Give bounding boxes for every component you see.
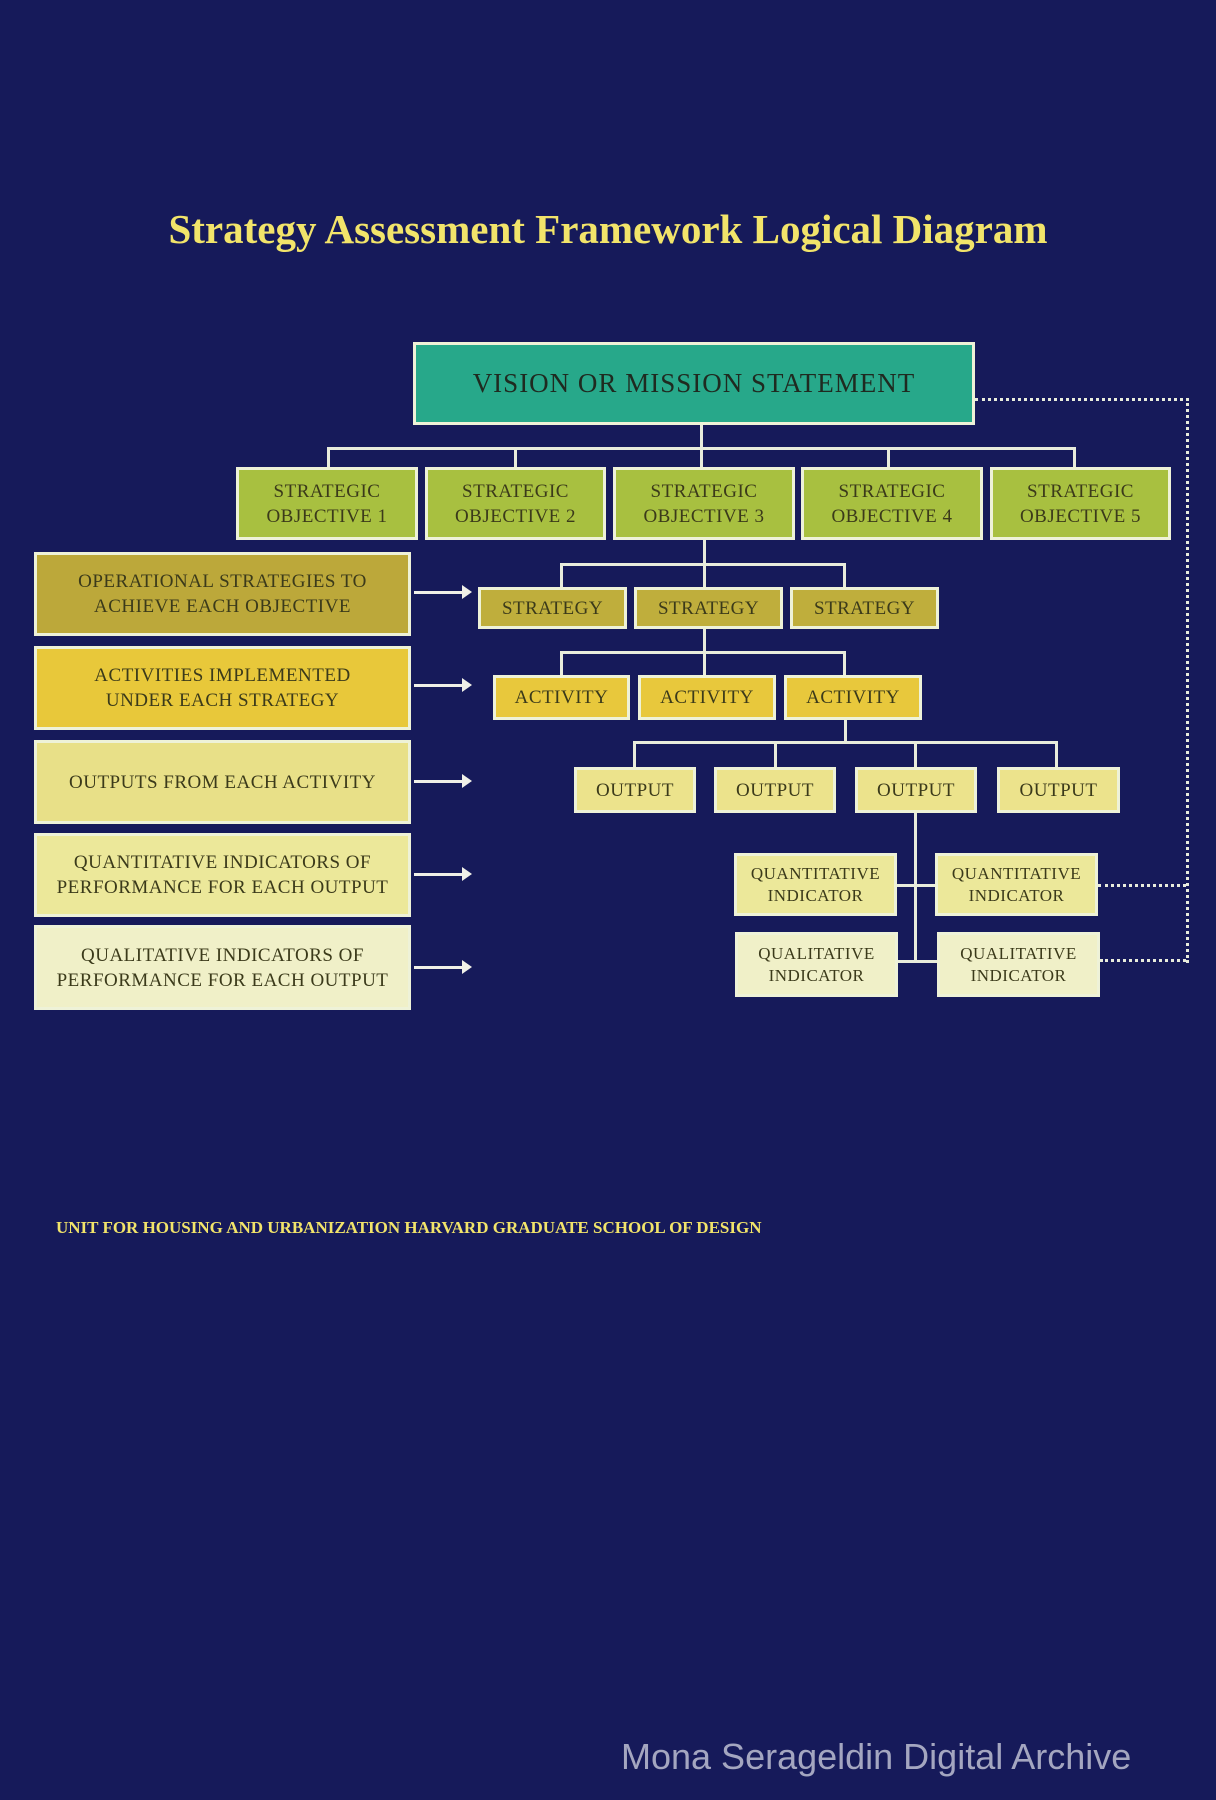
qual-indicator-box: QUALITATIVE INDICATOR (937, 932, 1100, 997)
connector (560, 651, 846, 654)
legend-qual: QUALITATIVE INDICATORS OF PERFORMANCE FO… (34, 925, 411, 1010)
footer-credit: UNIT FOR HOUSING AND URBANIZATION HARVAR… (56, 1218, 762, 1237)
connector (897, 884, 935, 887)
output-box: OUTPUT (714, 767, 836, 813)
feedback-line (1098, 884, 1186, 887)
strategy-box: STRATEGY (634, 587, 783, 629)
connector (844, 720, 847, 742)
connector (560, 563, 846, 566)
output-box: OUTPUT (855, 767, 977, 813)
activity-box: ACTIVITY (638, 675, 776, 720)
connector (327, 447, 330, 467)
connector (843, 651, 846, 675)
connector (633, 741, 1058, 744)
legend-strategies: OPERATIONAL STRATEGIES TO ACHIEVE EACH O… (34, 552, 411, 636)
connector (843, 563, 846, 587)
legend-outputs: OUTPUTS FROM EACH ACTIVITY (34, 740, 411, 824)
vision-box: VISION OR MISSION STATEMENT (413, 342, 975, 425)
connector (1055, 741, 1058, 767)
strategy-box: STRATEGY (478, 587, 627, 629)
arrow-right-icon (414, 585, 472, 599)
watermark: Mona Serageldin Digital Archive (621, 1736, 1132, 1777)
feedback-line (1100, 959, 1186, 962)
objective-box: STRATEGIC OBJECTIVE 3 (613, 467, 795, 540)
output-box: OUTPUT (997, 767, 1120, 813)
arrow-right-icon (414, 774, 472, 788)
arrow-right-icon (414, 678, 472, 692)
connector (887, 447, 890, 467)
arrow-right-icon (414, 867, 472, 881)
connector (914, 813, 917, 963)
diagram-title: Strategy Assessment Framework Logical Di… (168, 206, 1048, 252)
objective-box: STRATEGIC OBJECTIVE 1 (236, 467, 418, 540)
activity-box: ACTIVITY (784, 675, 922, 720)
output-box: OUTPUT (574, 767, 696, 813)
connector (560, 563, 563, 587)
connector (514, 447, 517, 467)
connector (700, 425, 703, 467)
strategy-box: STRATEGY (790, 587, 939, 629)
objective-box: STRATEGIC OBJECTIVE 2 (425, 467, 606, 540)
legend-activities: ACTIVITIES IMPLEMENTED UNDER EACH STRATE… (34, 646, 411, 730)
quant-indicator-box: QUANTITATIVE INDICATOR (734, 853, 897, 916)
connector (914, 741, 917, 767)
activity-box: ACTIVITY (493, 675, 630, 720)
legend-quant: QUANTITATIVE INDICATORS OF PERFORMANCE F… (34, 833, 411, 917)
connector (898, 960, 937, 963)
arrow-right-icon (414, 960, 472, 974)
connector (1073, 447, 1076, 467)
connector (327, 447, 1075, 450)
connector (633, 741, 636, 767)
connector (560, 651, 563, 675)
qual-indicator-box: QUALITATIVE INDICATOR (735, 932, 898, 997)
objective-box: STRATEGIC OBJECTIVE 4 (801, 467, 983, 540)
objective-box: STRATEGIC OBJECTIVE 5 (990, 467, 1171, 540)
quant-indicator-box: QUANTITATIVE INDICATOR (935, 853, 1098, 916)
feedback-line (975, 398, 1189, 963)
connector (774, 741, 777, 767)
